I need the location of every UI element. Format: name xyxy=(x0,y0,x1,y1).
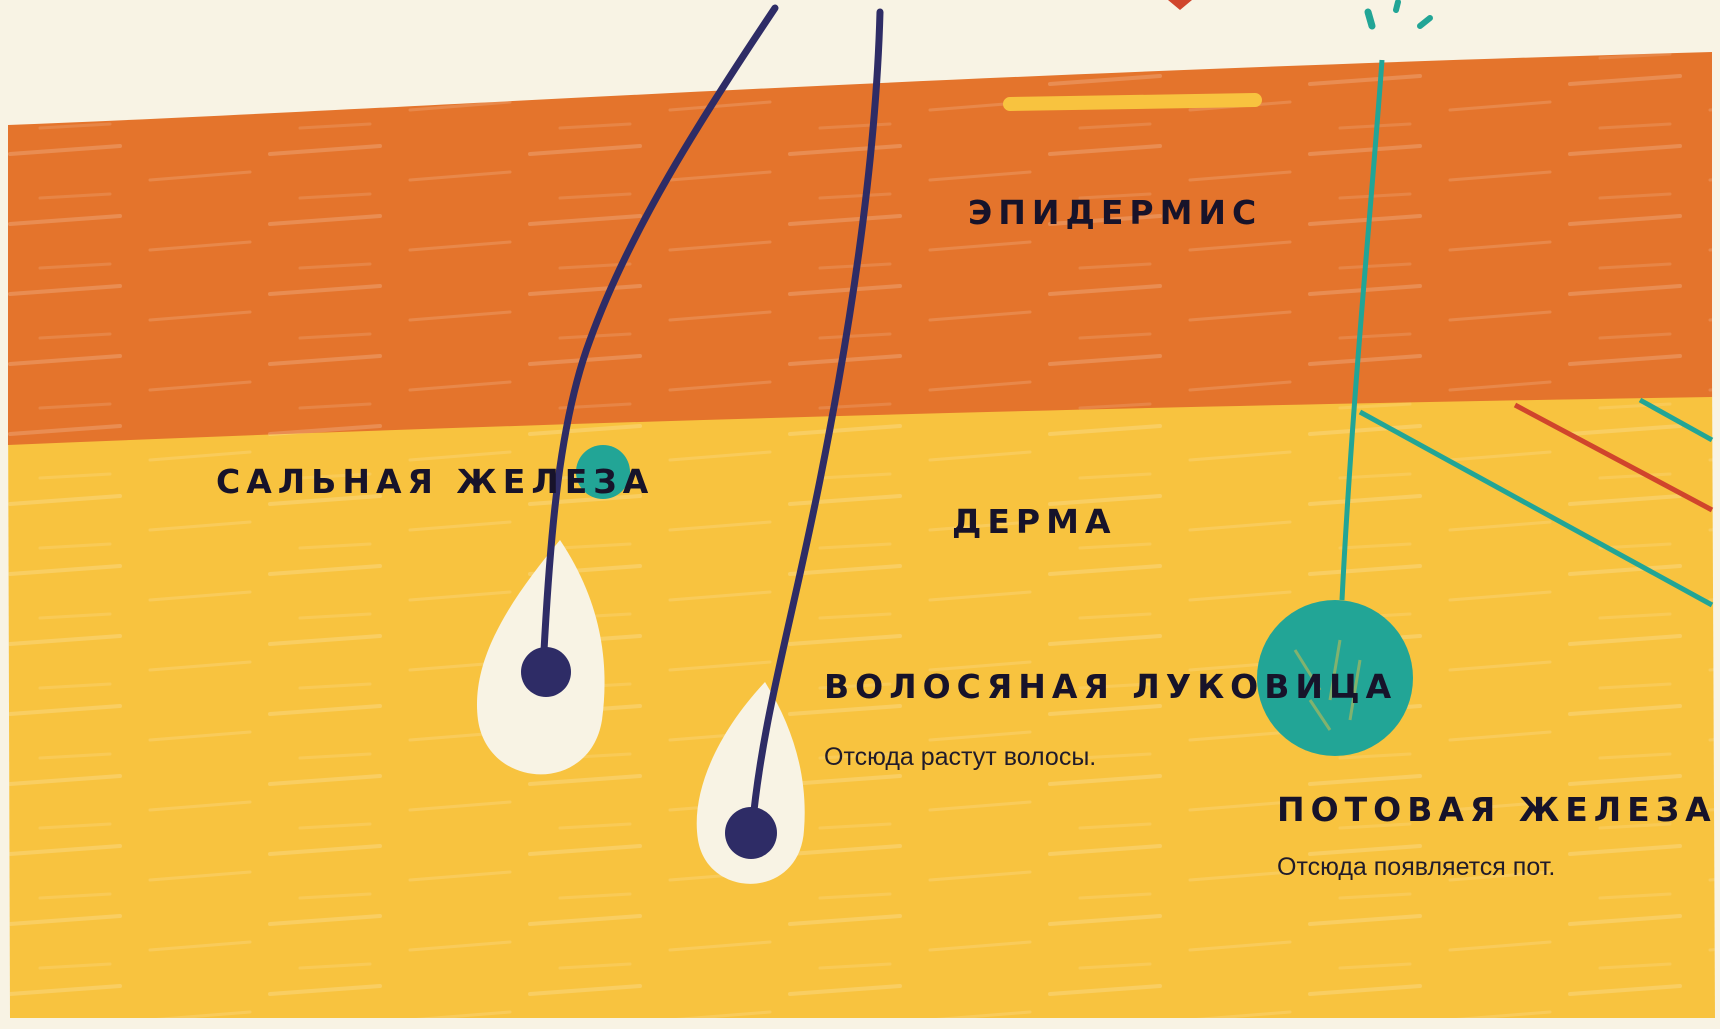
epidermis-label: ЭПИДЕРМИС xyxy=(968,193,1263,232)
dermis-texture xyxy=(8,370,1715,1018)
vessel-teal-1 xyxy=(1358,409,1714,608)
hair-bulb-label: ВОЛОСЯНАЯ ЛУКОВИЦА xyxy=(824,667,1398,706)
sweat-duct xyxy=(1339,59,1385,601)
sebaceous-gland-dot-icon xyxy=(576,445,630,499)
sweat-droplet-icon xyxy=(1417,15,1433,29)
red-shape-fragment xyxy=(1168,0,1192,10)
hair-root-icon xyxy=(725,807,777,859)
sebaceous-gland-label: САЛЬНАЯ ЖЕЛЕЗА xyxy=(216,462,655,501)
surface-highlight xyxy=(1003,93,1262,111)
dermis-label: ДЕРМА xyxy=(952,502,1117,541)
sweat-gland-ball-icon xyxy=(1257,600,1413,756)
hair-bulb-description: Отсюда растут волосы. xyxy=(824,743,1097,771)
sweat-gland-description: Отсюда появляется пот. xyxy=(1277,853,1556,881)
sweat-droplet-icon xyxy=(1393,0,1401,13)
sweat-gland-label: ПОТОВАЯ ЖЕЛЕЗА xyxy=(1277,790,1717,829)
hair-bulb-icon xyxy=(696,682,805,884)
hair-strand-icon xyxy=(539,4,779,674)
sweat-gland-texture xyxy=(1293,639,1362,731)
sweat-droplet-icon xyxy=(1364,8,1376,30)
hair-strand-icon xyxy=(748,8,884,834)
hair-root-icon xyxy=(521,647,571,697)
vessel-teal-2 xyxy=(1638,397,1714,443)
blood-vessel-red xyxy=(1513,402,1714,513)
